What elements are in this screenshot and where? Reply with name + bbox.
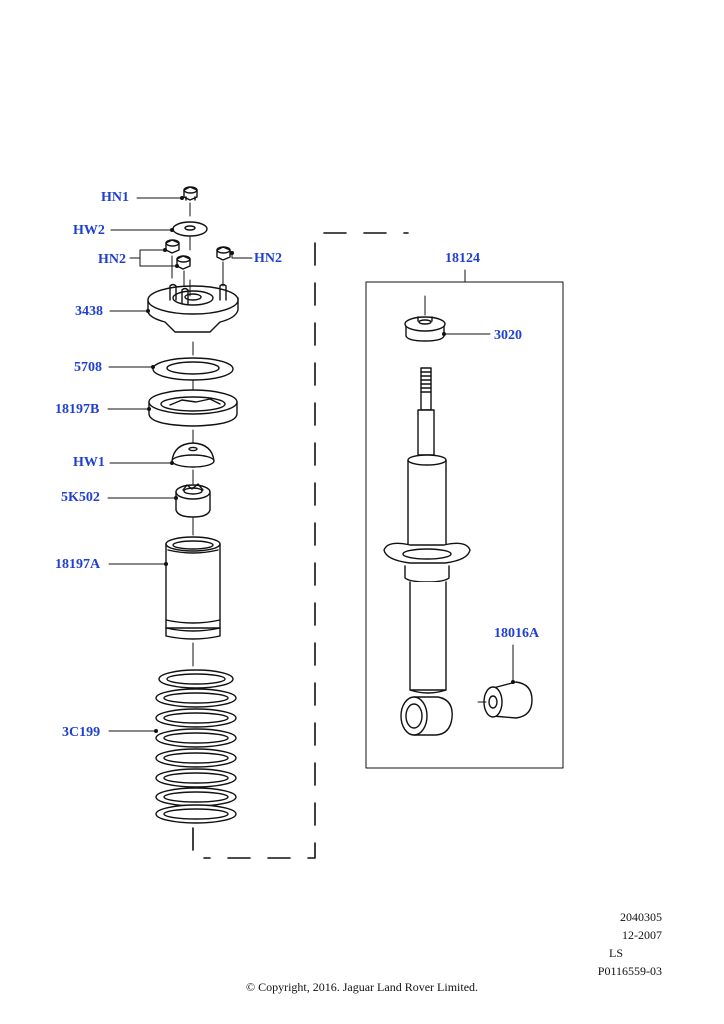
reference-model: LS [608,946,623,960]
bump-stop-5k502 [175,469,211,518]
shock-absorber-box [365,281,564,769]
callout-hn2-left[interactable]: HN2 [98,252,126,267]
insulator-3020 [404,295,446,342]
leader-dots [146,196,515,733]
callout-hw1[interactable]: HW1 [73,455,105,470]
callout-3c199[interactable]: 3C199 [62,725,101,740]
reference-date: 12-2007 [622,928,662,942]
reference-number: 2040305 [620,910,662,924]
callout-18124[interactable]: 18124 [445,251,480,266]
callout-18197b[interactable]: 18197B [55,402,100,417]
nut-hn2-mid [176,255,191,291]
copyright-notice: © Copyright, 2016. Jaguar Land Rover Lim… [245,980,479,994]
insulator-5708 [152,341,234,381]
callout-hn2-right[interactable]: HN2 [254,251,282,266]
top-mount-3438 [147,279,239,333]
shock-absorber-18124 [383,367,471,736]
coil-spring-3c199 [155,669,237,824]
spring-seat-18197b [148,379,238,427]
nut-hn2-left [165,239,180,279]
callout-hn1[interactable]: HN1 [101,190,129,205]
callout-hw2[interactable]: HW2 [73,223,105,238]
callout-3438[interactable]: 3438 [75,304,103,319]
dashed-group-bracket [192,232,409,859]
bushing-18016a [477,681,533,719]
leader-lines [107,197,514,732]
dust-boot-18197a [165,517,221,667]
nut-hn1 [183,186,198,217]
nut-hn2-right [216,246,231,287]
callout-5k502[interactable]: 5K502 [61,490,100,505]
reference-drawing-id: P0116559-03 [597,964,662,978]
callout-18016a[interactable]: 18016A [494,626,540,641]
callout-18197a[interactable]: 18197A [55,557,101,572]
callout-3020[interactable]: 3020 [494,328,522,343]
callout-5708[interactable]: 5708 [74,360,102,375]
washer-hw1 [171,429,215,468]
